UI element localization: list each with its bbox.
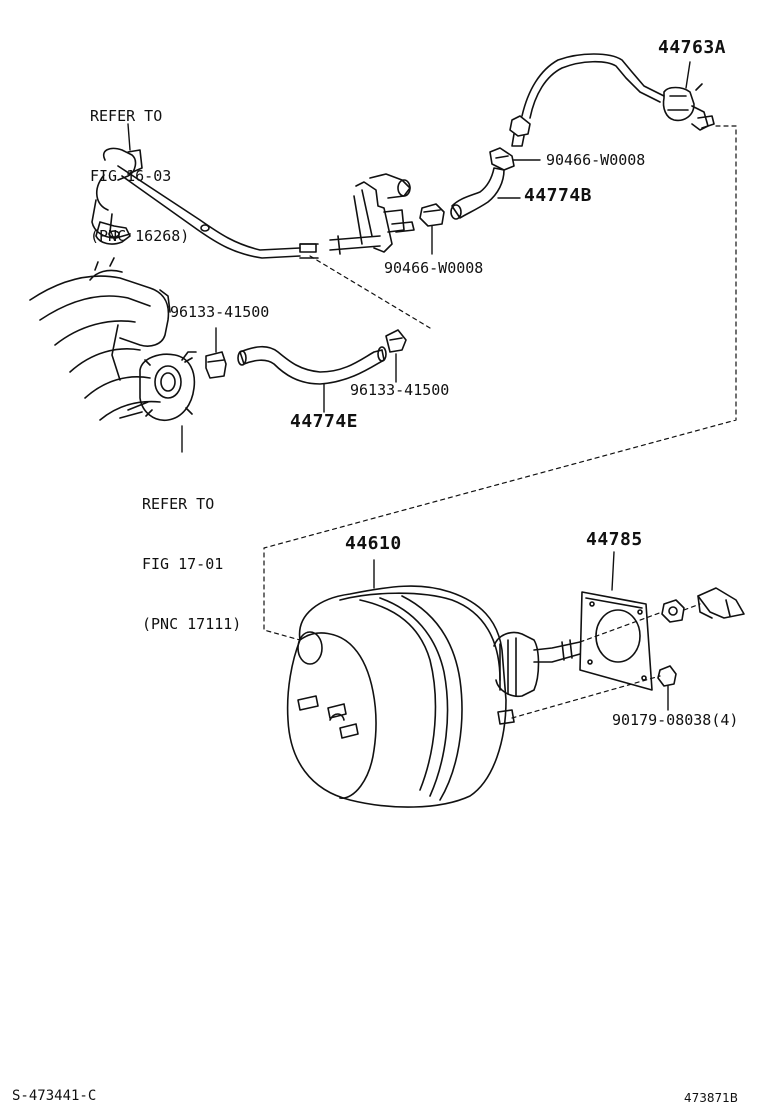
part-number-44610[interactable]: 44610: [345, 533, 402, 554]
footer-image-code: 473871B: [684, 1091, 739, 1105]
clamp-90466-upper: [489, 147, 515, 171]
nut-90179: [657, 599, 685, 687]
footer-drawing-code: S-473441-C: [12, 1088, 97, 1104]
hose-44774b: [450, 167, 505, 220]
part-number-44774b[interactable]: 44774B: [524, 185, 593, 206]
refer-top-line-2: FIG 16-03: [90, 167, 172, 185]
check-valve-44763a: [662, 83, 715, 131]
refer-top-line-3: (PNC 16268): [90, 227, 190, 245]
clamp-96133-left: [205, 351, 227, 379]
dashed-connectors: [263, 125, 737, 719]
refer-bottom-line-3: (PNC 17111): [142, 615, 242, 633]
refer-bottom-line-2: FIG 17-01: [142, 555, 224, 573]
refer-bottom-note: REFER TO FIG 17-01 (PNC 17111): [142, 454, 241, 654]
hose-44774e: [237, 345, 387, 385]
part-number-90466-lower[interactable]: 90466-W0008: [384, 259, 484, 277]
brake-booster-44610: [286, 585, 507, 808]
clamp-96133-right: [385, 329, 407, 353]
refer-top-line-1: REFER TO: [90, 107, 163, 125]
part-number-44774e[interactable]: 44774E: [290, 411, 359, 432]
intake-manifold-fragment: [29, 257, 171, 421]
part-number-90466-upper[interactable]: 90466-W0008: [546, 151, 646, 169]
part-number-96133-left[interactable]: 96133-41500: [170, 303, 270, 321]
refer-bottom-line-1: REFER TO: [142, 495, 215, 513]
part-number-44785[interactable]: 44785: [586, 529, 643, 550]
vacuum-line-upper: [509, 53, 665, 147]
part-number-90179[interactable]: 90179-08038(4): [612, 711, 739, 729]
part-number-96133-right[interactable]: 96133-41500: [350, 381, 450, 399]
part-number-44763a[interactable]: 44763A: [658, 37, 727, 58]
bracket-clevis: [697, 587, 745, 619]
booster-push-rod: [493, 631, 581, 725]
refer-top-note: REFER TO FIG 16-03 (PNC 16268): [90, 66, 189, 266]
check-valve-cross: [299, 173, 415, 255]
gasket-44785: [579, 591, 653, 691]
clamp-90466-lower: [419, 203, 445, 227]
manifold-vacuum-port: [119, 351, 197, 422]
leader-lines: [127, 61, 691, 711]
